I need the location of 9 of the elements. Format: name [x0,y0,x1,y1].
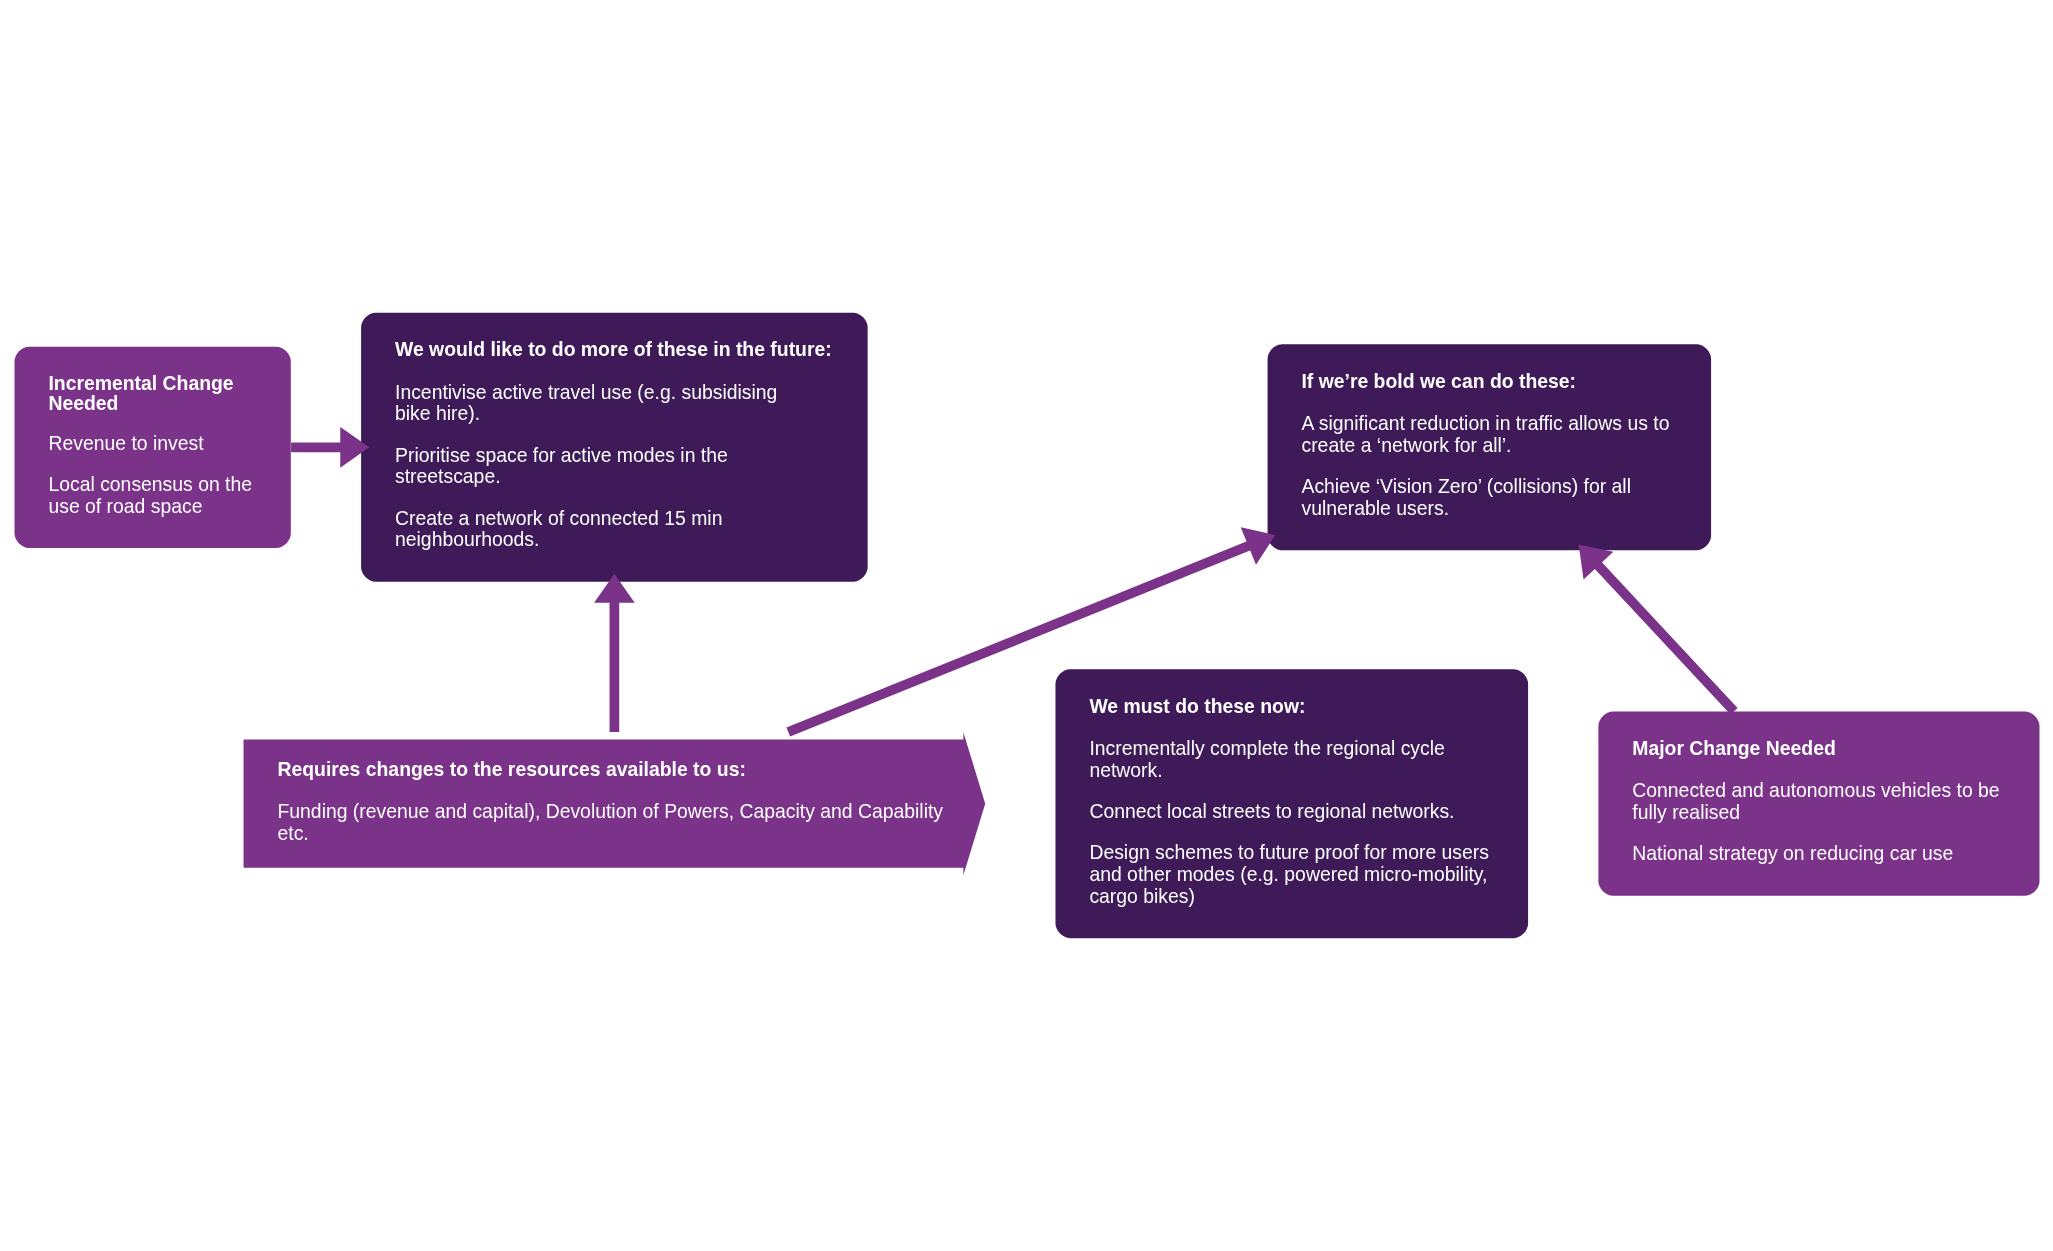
node-box: We would like to do more of these in the future: Incentivise active travel use (e.g. subsidising bike hire). Prioritise space for active modes in the streetscape. Create a network of connected 15 min neighbourhoods. [360,312,868,582]
arrow [593,573,635,733]
node-box: If we’re bold we can do these: A significant reduction in traffic allows us to create a ‘network for all’. Achieve ‘Vision Zero’ (collisions) for all vulnerable users. [1267,344,1711,551]
arrow [290,427,369,468]
node-box: Major Change Needed Connected and autonomous vehicles to be fully realised National strategy on reducing car use [1597,711,2039,896]
node-box: Incremental Change Needed Revenue to invest Local consensus on the use of road space [14,346,291,548]
arrow [1578,544,1738,715]
arrow [785,527,1275,737]
node-box: We must do these now: Incrementally complete the regional cycle network. Connect local streets to regional networks. Design schemes to future proof for more users and other modes (e.g. powered micro-mobility, cargo bikes) [1055,669,1528,939]
